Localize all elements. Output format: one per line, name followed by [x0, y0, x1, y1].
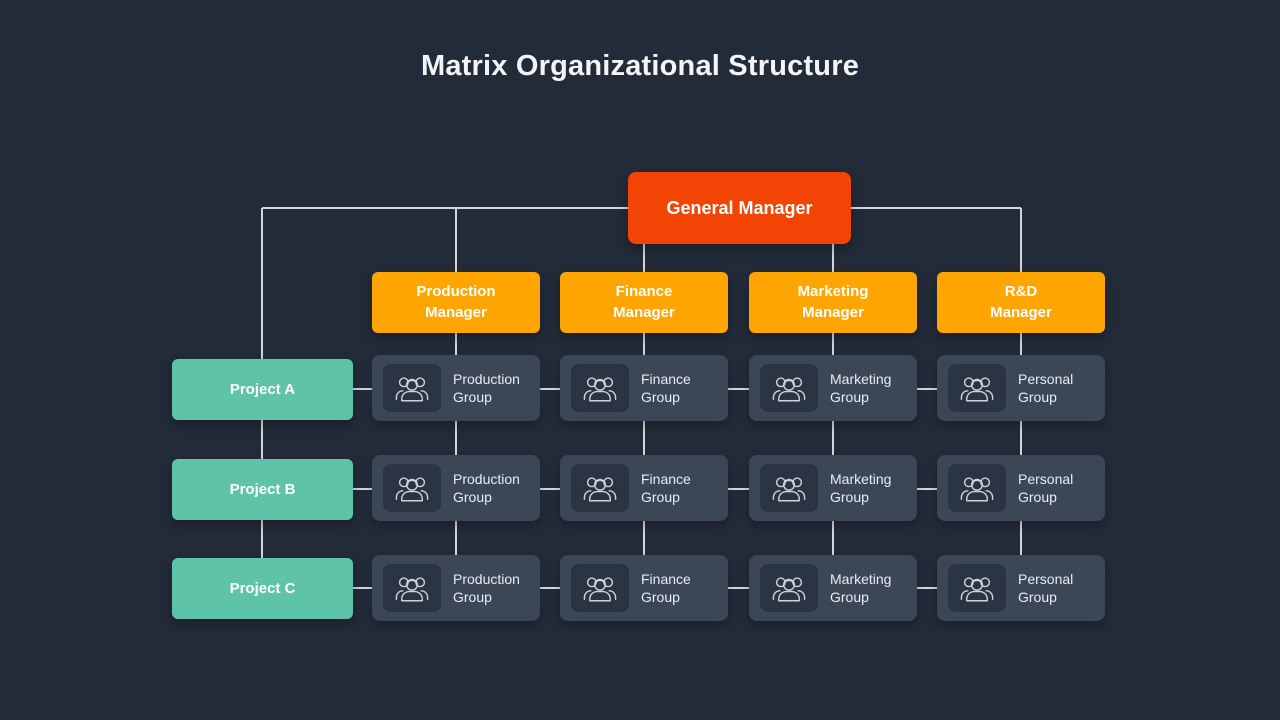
people-group-icon — [760, 364, 818, 412]
node-general-manager: General Manager — [628, 172, 851, 244]
people-group-icon — [948, 364, 1006, 412]
page-title: Matrix Organizational Structure — [420, 50, 860, 82]
node-production-manager: Production Manager — [372, 272, 540, 333]
node-group-cell: Finance Group — [560, 355, 728, 421]
people-group-icon — [948, 564, 1006, 612]
people-group-icon — [760, 464, 818, 512]
node-group-cell: Personal Group — [937, 455, 1105, 521]
group-label: Production Group — [453, 370, 520, 405]
people-group-icon — [383, 464, 441, 512]
node-rnd-manager: R&D Manager — [937, 272, 1105, 333]
node-group-cell: Personal Group — [937, 355, 1105, 421]
node-group-cell: Production Group — [372, 455, 540, 521]
group-label: Finance Group — [641, 370, 691, 405]
group-label: Marketing Group — [830, 570, 892, 605]
group-label: Production Group — [453, 570, 520, 605]
node-project-c: Project C — [172, 558, 353, 619]
group-label: Finance Group — [641, 570, 691, 605]
people-group-icon — [383, 364, 441, 412]
people-group-icon — [760, 564, 818, 612]
people-group-icon — [383, 564, 441, 612]
people-group-icon — [571, 364, 629, 412]
node-finance-manager: Finance Manager — [560, 272, 728, 333]
node-marketing-manager: Marketing Manager — [749, 272, 917, 333]
group-label: Marketing Group — [830, 370, 892, 405]
node-group-cell: Finance Group — [560, 455, 728, 521]
people-group-icon — [571, 464, 629, 512]
node-group-cell: Finance Group — [560, 555, 728, 621]
group-label: Personal Group — [1018, 570, 1074, 605]
group-label: Personal Group — [1018, 370, 1074, 405]
node-group-cell: Marketing Group — [749, 555, 917, 621]
node-group-cell: Marketing Group — [749, 355, 917, 421]
node-group-cell: Production Group — [372, 355, 540, 421]
group-label: Marketing Group — [830, 470, 892, 505]
group-label: Finance Group — [641, 470, 691, 505]
node-group-cell: Production Group — [372, 555, 540, 621]
group-label: Personal Group — [1018, 470, 1074, 505]
node-project-a: Project A — [172, 359, 353, 420]
node-group-cell: Marketing Group — [749, 455, 917, 521]
people-group-icon — [571, 564, 629, 612]
group-label: Production Group — [453, 470, 520, 505]
node-group-cell: Personal Group — [937, 555, 1105, 621]
people-group-icon — [948, 464, 1006, 512]
node-project-b: Project B — [172, 459, 353, 520]
